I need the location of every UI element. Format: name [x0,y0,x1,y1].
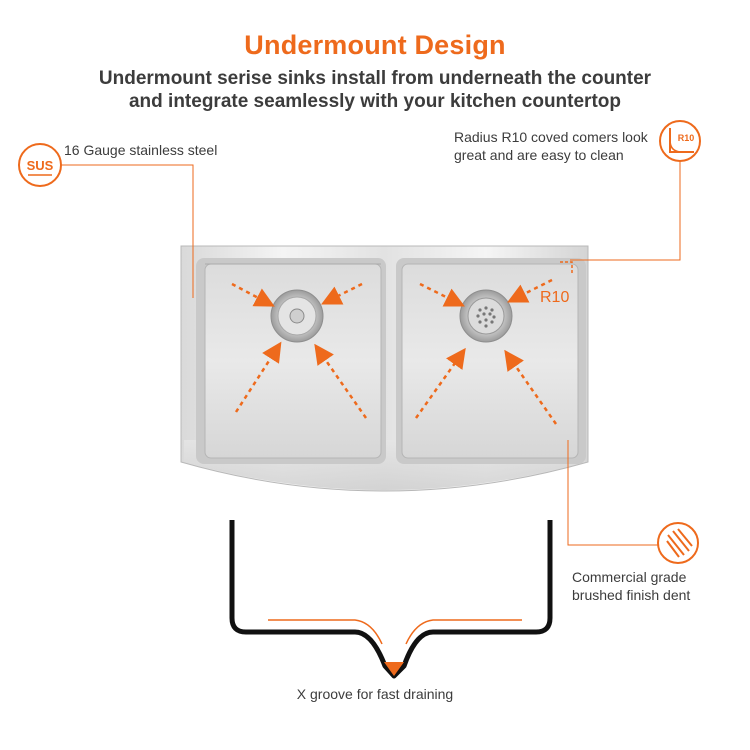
sus-badge-icon: SUS [18,143,62,187]
slope-arrows-right [414,278,558,425]
r10-corner-icon: R10 [659,120,701,162]
left-bowl [196,258,386,464]
r10-corner-marker: R10 [540,261,573,306]
drain-basket-icon [459,289,513,343]
r10-badge-label: R10 [678,133,695,143]
radius-callout-line-2: great and are easy to clean [454,147,624,163]
brushed-callout-line-2: brushed finish dent [572,587,691,603]
sus-badge-label: SUS [27,158,54,173]
drain-strainer-icon [270,289,324,343]
leader-lines [58,160,681,546]
r10-corner-label: R10 [540,289,569,306]
brushed-finish-callout: Commercial grade brushed finish dent [572,568,690,604]
x-groove-diagram [229,520,553,679]
page-title: Undermount Design [244,30,506,60]
radius-callout-line-1: Radius R10 coved comers look [454,129,648,145]
brushed-callout-line-1: Commercial grade [572,569,687,585]
x-groove-callout: X groove for fast draining [296,686,454,702]
brushed-lines-icon [657,522,699,564]
right-bowl [396,258,586,464]
subtitle-line-2: and integrate seamlessly with your kitch… [128,91,621,112]
subtitle-line-1: Undermount serise sinks install from und… [98,68,652,89]
steel-gauge-callout: 16 Gauge stainless steel [64,142,218,158]
radius-callout: Radius R10 coved comers look great and a… [454,128,648,164]
slope-arrows-left [231,282,368,419]
